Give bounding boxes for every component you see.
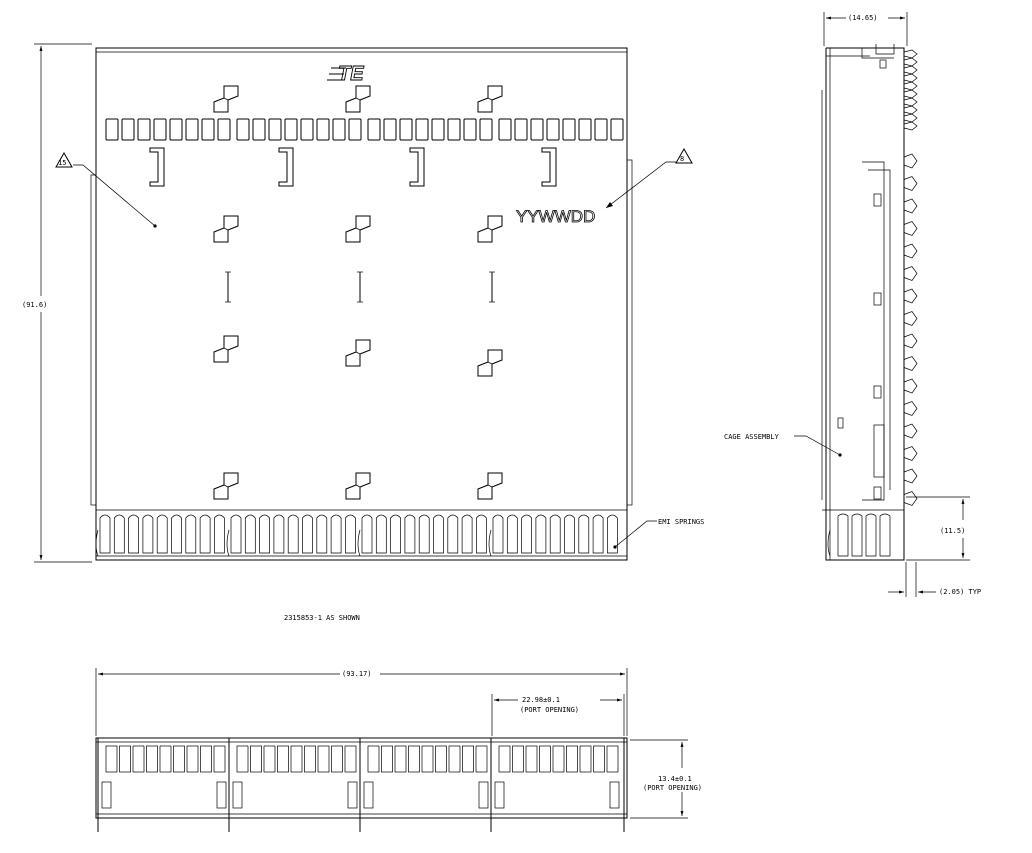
pin-height-dimension: (11.5) [906,496,970,561]
svg-text:CAGE ASSEMBLY: CAGE ASSEMBLY [724,433,780,441]
svg-text:(2.05) TYP: (2.05) TYP [939,588,981,596]
svg-text:13.4±0.1: 13.4±0.1 [658,775,692,783]
svg-text:(91.6): (91.6) [22,301,47,309]
alignment-pins [225,271,495,303]
cage-assembly-callout: CAGE ASSEMBLY [724,433,842,457]
side-emi-springs [827,513,891,557]
emi-springs-callout: EMI SPRINGS [613,518,704,549]
svg-text:22.98±0.1: 22.98±0.1 [522,696,560,704]
heat-spring-clips [213,85,503,500]
svg-text:(PORT OPENING): (PORT OPENING) [643,784,702,792]
pin-offset-dimension: (2.05) TYP [888,562,981,597]
svg-text:8: 8 [680,155,684,163]
svg-text:15: 15 [58,159,66,167]
height-dimension: (91.6) [22,43,92,563]
latch-tabs [149,147,557,187]
note-8-callout: 8 [605,147,693,209]
vent-slot-row [105,118,624,141]
svg-text:EMI SPRINGS: EMI SPRINGS [658,518,704,526]
port-width-dimension: 22.98±0.1 (PORT OPENING) [491,694,625,736]
emi-spring-fingers [95,514,618,557]
svg-text:(93.17): (93.17) [342,670,372,678]
part-caption: 2315853-1 AS SHOWN [284,614,360,622]
side-view [821,44,918,561]
port-height-dimension: 13.4±0.1 (PORT OPENING) [630,739,702,819]
press-fit-contacts [903,49,918,506]
note-15-callout: 15 [55,151,157,228]
depth-dimension: (14.65) [823,12,908,46]
bottom-view [95,737,628,832]
svg-text:(11.5): (11.5) [940,527,965,535]
date-code-marking: YYWWDD [516,207,595,226]
svg-text:(14.65): (14.65) [848,14,878,22]
svg-text:(PORT OPENING): (PORT OPENING) [520,706,579,714]
front-view: TE YYWWDD [90,47,633,561]
overall-width-dimension: (93.17) [95,668,628,736]
